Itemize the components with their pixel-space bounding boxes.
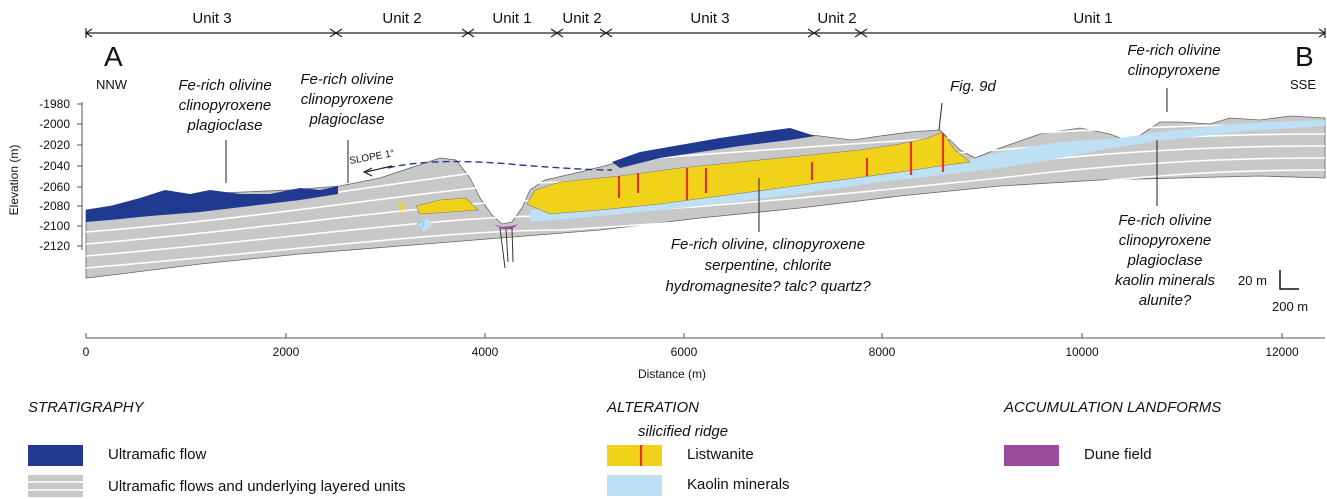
- y-tick-label: -2100: [39, 219, 70, 233]
- unit-arrows: [84, 28, 1327, 38]
- legend-label-silicified-ridge: silicified ridge: [638, 423, 729, 440]
- legend-label-layered-units: Ultramafic flows and underlying layered …: [108, 478, 406, 495]
- x-axis-label: Distance (m): [638, 367, 706, 381]
- y-axis: -1980 -2000 -2020 -2040 -2060 -2080 -210…: [7, 97, 83, 253]
- legend-title-alteration: ALTERATION: [607, 399, 699, 416]
- legend-label-listwanite: Listwanite: [687, 446, 754, 463]
- unit-label: Unit 3: [192, 10, 231, 27]
- scale-bar-vertical-label: 20 m: [1238, 273, 1267, 288]
- dune-field: [494, 224, 518, 229]
- y-tick-label: -2060: [39, 180, 70, 194]
- legend-swatch-kaolin: [607, 475, 662, 496]
- question-mark-yellow: ?: [396, 201, 406, 218]
- y-tick-label: -1980: [39, 97, 70, 111]
- mineral-label-unit1-right-top: Fe-rich olivine clinopyroxene: [1127, 42, 1221, 79]
- legend-swatch-layered: [28, 475, 83, 497]
- y-tick-label: -2000: [39, 117, 70, 131]
- ultramafic-flow-left: [86, 186, 338, 222]
- x-axis: 0 2000 4000 6000 8000 10000 12000 Distan…: [83, 333, 1325, 381]
- y-tick-label: -2020: [39, 138, 70, 152]
- x-tick-label: 0: [83, 345, 90, 359]
- section-end-letter: B: [1295, 41, 1314, 72]
- figure-reference-label: Fig. 9d: [950, 78, 996, 95]
- ultramafic-flow-center: [612, 128, 815, 168]
- x-tick-label: 2000: [273, 345, 300, 359]
- legend-label-ultramafic-flow: Ultramafic flow: [108, 446, 207, 463]
- kaolin-zone-center: [530, 120, 1325, 222]
- legend-title-stratigraphy: STRATIGRAPHY: [28, 399, 144, 416]
- unit-label: Unit 2: [562, 10, 601, 27]
- listwanite-center: [526, 131, 971, 215]
- unit-label: Unit 3: [690, 10, 729, 27]
- legend-swatch-listwanite: [607, 445, 662, 466]
- unit-label: Unit 1: [492, 10, 531, 27]
- x-tick-label: 8000: [869, 345, 896, 359]
- scale-bar: [1279, 270, 1299, 290]
- mineral-label-listwanite-zone: Fe-rich olivine, clinopyroxene serpentin…: [665, 236, 871, 295]
- listwanite-left: [415, 197, 479, 215]
- legend-label-dune-field: Dune field: [1084, 446, 1152, 463]
- slope-dashed-line: [387, 160, 613, 171]
- slope-arrow: [362, 165, 393, 177]
- unit-label: Unit 2: [817, 10, 856, 27]
- section-end-direction: SSE: [1290, 77, 1316, 92]
- y-tick-label: -2080: [39, 199, 70, 213]
- section-start-direction: NNW: [96, 77, 128, 92]
- x-tick-label: 12000: [1265, 345, 1299, 359]
- legend-label-kaolin: Kaolin minerals: [687, 476, 790, 493]
- x-tick-label: 4000: [472, 345, 499, 359]
- fault-lines: [499, 227, 514, 269]
- legend-swatch-ultramafic-flow: [28, 445, 83, 466]
- y-tick-label: -2040: [39, 159, 70, 173]
- slope-label: SLOPE 1°: [349, 148, 396, 167]
- unit-label: Unit 2: [382, 10, 421, 27]
- y-tick-label: -2120: [39, 239, 70, 253]
- mineral-label-unit3-left: Fe-rich olivine clinopyroxene plagioclas…: [178, 77, 272, 134]
- x-tick-label: 6000: [671, 345, 698, 359]
- unit-label: Unit 1: [1073, 10, 1112, 27]
- x-tick-label: 10000: [1065, 345, 1099, 359]
- legend-title-accumulation: ACCUMULATION LANDFORMS: [1004, 399, 1222, 416]
- scale-bar-horizontal-label: 200 m: [1272, 299, 1308, 314]
- section-start-letter: A: [104, 41, 123, 72]
- kaolin-lens-left: [418, 218, 432, 232]
- y-axis-label: Elevation (m): [7, 145, 21, 216]
- silicified-ridge-markers: [617, 133, 945, 200]
- leader-lines: [225, 88, 1168, 232]
- mineral-label-unit2-left: Fe-rich olivine clinopyroxene plagioclas…: [300, 71, 394, 128]
- mineral-label-unit1-right-bottom: Fe-rich olivine clinopyroxene plagioclas…: [1114, 212, 1216, 309]
- legend-swatch-dune: [1004, 445, 1059, 466]
- question-mark-blue: ?: [416, 219, 426, 236]
